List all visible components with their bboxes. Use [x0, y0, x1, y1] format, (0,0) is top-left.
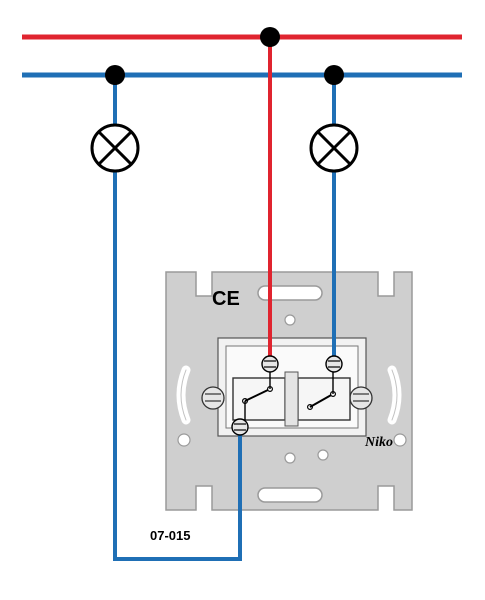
brand-logo: Niko [364, 435, 393, 450]
top-slot [257, 285, 323, 301]
ce-mark: CE [212, 288, 240, 310]
lower-left-hole [177, 433, 191, 447]
left-neutral-junction-dot [105, 65, 125, 85]
lamp-right-icon [309, 123, 359, 173]
terminal-right-screw [325, 355, 343, 373]
live-junction-dot [260, 27, 280, 47]
bottom-slot [257, 487, 323, 503]
terminal-live-screw [261, 355, 279, 373]
lamp-left-icon [90, 123, 140, 173]
left-rocker [232, 377, 286, 421]
left-fixing-screw [201, 386, 225, 410]
right-fixing-screw [349, 386, 373, 410]
switch-mechanism [201, 337, 373, 437]
right-neutral-junction-dot [324, 65, 344, 85]
terminal-left-screw [231, 418, 249, 436]
model-number-label: 07-015 [150, 528, 190, 543]
lower-right-hole [393, 433, 407, 447]
left-lamp-return-wire [113, 75, 242, 561]
